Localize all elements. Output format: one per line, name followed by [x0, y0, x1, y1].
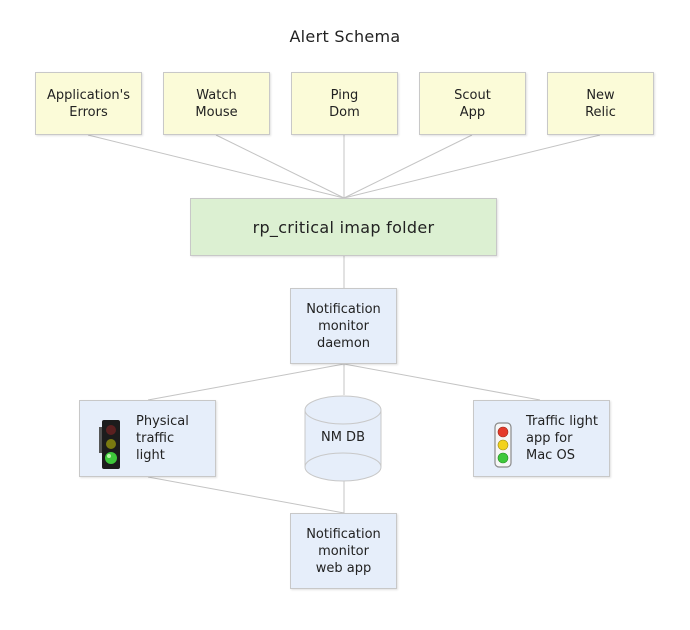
- connector-daemon-physical-light: [147, 363, 345, 401]
- mac-traffic-light-app-box: Traffic light app for Mac OS: [473, 400, 610, 477]
- traffic-light-app-icon: [494, 405, 512, 473]
- connector-daemon-mac-app: [343, 363, 541, 401]
- source-box-errors: Application's Errors: [35, 72, 142, 135]
- source-box-newrelic: New Relic: [547, 72, 654, 135]
- notification-webapp-box: Notification monitor web app: [290, 513, 397, 589]
- imap-folder-box: rp_critical imap folder: [190, 198, 497, 256]
- database-label: NM DB: [320, 430, 365, 445]
- connector-watchmouse-folder: [215, 134, 345, 199]
- notification-daemon-box: Notification monitor daemon: [290, 288, 397, 364]
- connector-physical-light-webapp: [147, 476, 345, 514]
- source-box-watchmouse: Watch Mouse: [163, 72, 270, 135]
- connector-scoutapp-folder: [343, 134, 473, 199]
- database-cylinder: [304, 395, 382, 482]
- source-box-pingdom: Ping Dom: [291, 72, 398, 135]
- source-box-scoutapp: Scout App: [419, 72, 526, 135]
- diagram-title: Alert Schema: [289, 27, 401, 46]
- connector-errors-folder: [87, 134, 345, 199]
- traffic-light-icon: [98, 402, 124, 476]
- mac-traffic-light-app-label: Traffic light app for Mac OS: [526, 414, 599, 463]
- physical-traffic-light-label: Physical traffic light: [136, 414, 189, 463]
- physical-traffic-light-box: Physical traffic light: [79, 400, 216, 477]
- connector-newrelic-folder: [343, 134, 601, 199]
